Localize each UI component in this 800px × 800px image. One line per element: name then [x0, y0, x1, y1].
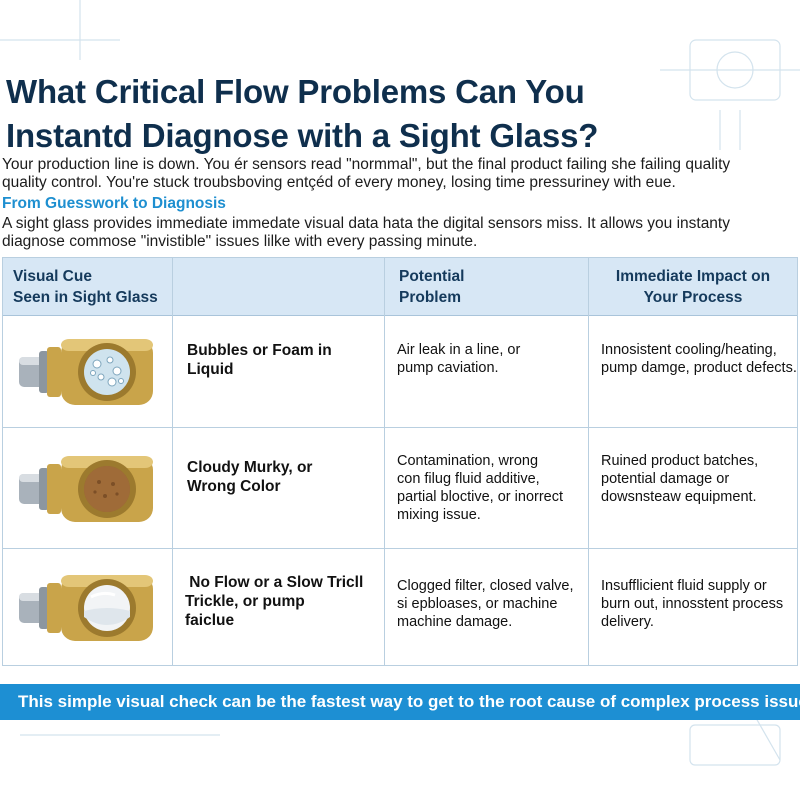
problem-line: partial bloctive, or inorrect [397, 489, 564, 505]
visual-cue-line: Liquid [187, 361, 234, 378]
potential-problem-text: Contamination, wrong con filug fluid add… [397, 452, 582, 524]
visual-cue-text: No Flow or a Slow Tricll Trickle, or pum… [185, 573, 375, 630]
immediate-impact-cell: Ruined product batches, potential damage… [589, 428, 797, 549]
visual-cue-line: Wrong Color [187, 478, 281, 495]
problem-line: Clogged filter, closed valve, [397, 578, 574, 594]
conclusion-banner-text: This simple visual check can be the fast… [18, 692, 800, 711]
sight-glass-image-cell [3, 428, 173, 549]
visual-cue-cell: Bubbles or Foam in Liquid [173, 315, 385, 427]
header-visual-cue-line-1: Visual Cue [13, 268, 92, 285]
immediate-impact-text: Innosistent cooling/heating, pump damge,… [601, 341, 800, 377]
problem-line: con filug fluid additive, [397, 471, 540, 487]
impact-line: delivery. [601, 614, 654, 630]
title-line-2: Instantd Diagnose with a Sight Glass? [6, 117, 599, 154]
sight-glass-bubbles-image [19, 339, 153, 405]
section-subheading: From Guesswork to Diagnosis [2, 195, 226, 212]
visual-cue-text: Bubbles or Foam in Liquid [187, 341, 347, 379]
intro-line-1: Your production line is down. You ér sen… [2, 156, 731, 173]
header-visual-cue: Visual Cue Seen in Sight Glass [3, 258, 173, 315]
table-row: No Flow or a Slow Tricll Trickle, or pum… [3, 548, 797, 666]
intro-line-2: quality control. You're stuck troubsbovi… [2, 174, 676, 191]
visual-cue-line: faiclue [185, 612, 235, 629]
potential-problem-text: Air leak in a line, or pump caviation. [397, 341, 582, 377]
diagnosis-table: Visual Cue Seen in Sight Glass Potential… [2, 257, 798, 666]
header-potential-problem-line-2: Problem [399, 289, 462, 306]
immediate-impact-cell: Insufflicient fluid supply or burn out, … [589, 549, 797, 666]
impact-line: burn out, innosstent process [601, 596, 784, 612]
impact-line: Ruined product batches, [601, 453, 759, 469]
sight-glass-cloudy-image [19, 456, 153, 522]
description-line-2: diagnose commose "invistible" issues lil… [2, 233, 478, 250]
description-line-1: A sight glass provides immediate immedat… [2, 215, 730, 232]
table-row: Bubbles or Foam in Liquid Air leak in a … [3, 315, 797, 427]
impact-line: dowsnsteaw equipment. [601, 489, 757, 505]
visual-cue-cell: Cloudy Murky, or Wrong Color [173, 428, 385, 549]
sight-glass-image-cell [3, 549, 173, 666]
visual-cue-line: Cloudy Murky, or [187, 459, 313, 476]
problem-line: machine damage. [397, 614, 513, 630]
immediate-impact-text: Ruined product batches, potential damage… [601, 452, 800, 506]
header-potential-problem-line-1: Potential [399, 268, 465, 285]
visual-cue-line: Bubbles or Foam in [187, 342, 332, 359]
header-blank-cell [173, 258, 385, 315]
visual-cue-line: Trickle, or pump [185, 593, 305, 610]
table-row: Cloudy Murky, or Wrong Color Contaminati… [3, 427, 797, 549]
description-paragraph: A sight glass provides immediate immedat… [2, 215, 798, 251]
impact-line: pump damge, product defects. [601, 360, 797, 376]
potential-problem-text: Clogged filter, closed valve, si еpbloas… [397, 577, 582, 631]
header-immediate-impact-line-2: Your Process [643, 289, 743, 306]
visual-cue-text: Cloudy Murky, or Wrong Color [187, 458, 347, 496]
problem-line: pump caviation. [397, 360, 499, 376]
sight-glass-image-cell [3, 315, 173, 427]
page-title: What Critical Flow Problems Can You Inst… [6, 70, 706, 158]
impact-line: Innosistent cooling/heating, [601, 342, 777, 358]
table-header-row: Visual Cue Seen in Sight Glass Potential… [3, 258, 797, 316]
immediate-impact-text: Insufflicient fluid supply or burn out, … [601, 577, 800, 631]
problem-line: Air leak in a line, or [397, 342, 521, 358]
immediate-impact-cell: Innosistent cooling/heating, pump damge,… [589, 315, 797, 427]
problem-line: si еpbloases, or machine [397, 596, 558, 612]
title-line-1: What Critical Flow Problems Can You [6, 73, 585, 110]
conclusion-banner: This simple visual check can be the fast… [0, 684, 800, 720]
header-visual-cue-line-2: Seen in Sight Glass [13, 289, 158, 306]
impact-line: potential damage or [601, 471, 730, 487]
header-immediate-impact: Immediate Impact on Your Process [589, 258, 797, 315]
potential-problem-cell: Clogged filter, closed valve, si еpbloas… [385, 549, 589, 666]
impact-line: Insufflicient fluid supply or [601, 578, 767, 594]
visual-cue-cell: No Flow or a Slow Tricll Trickle, or pum… [173, 549, 385, 666]
visual-cue-line: No Flow or a Slow Tricll [185, 574, 364, 591]
potential-problem-cell: Contamination, wrong con filug fluid add… [385, 428, 589, 549]
sight-glass-empty-image [19, 575, 153, 641]
header-potential-problem: Potential Problem [385, 258, 589, 315]
problem-line: mixing issue. [397, 507, 481, 523]
potential-problem-cell: Air leak in a line, or pump caviation. [385, 315, 589, 427]
intro-paragraph: Your production line is down. You ér sen… [2, 156, 798, 192]
header-immediate-impact-line-1: Immediate Impact on [615, 268, 771, 285]
problem-line: Contamination, wrong [397, 453, 539, 469]
